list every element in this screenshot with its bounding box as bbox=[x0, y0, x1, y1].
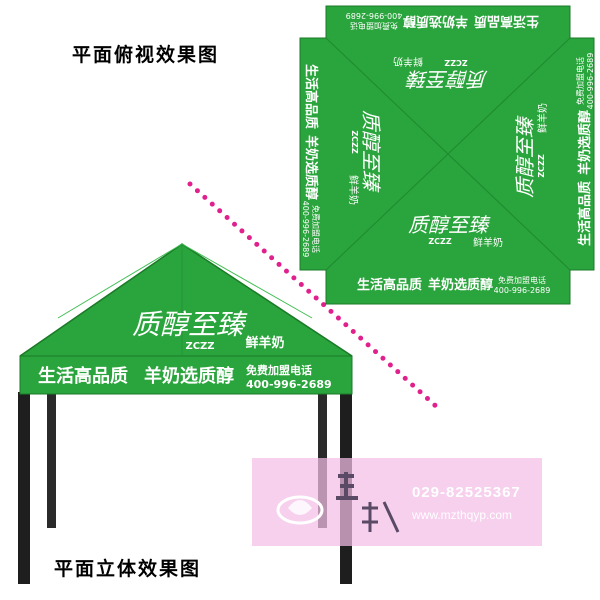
watermark-phone: 029-82525367 bbox=[412, 484, 521, 501]
roof-logo-left: 质醇至臻 ZCZZ 鲜羊奶 bbox=[347, 110, 383, 205]
tent-hotline-label: 免费加盟电话 bbox=[246, 363, 312, 377]
flap-right-slogan-right: 羊奶选质醇 bbox=[577, 110, 593, 175]
flap-top-slogan-left: 生活高品质 bbox=[474, 13, 539, 29]
perspective-view-heading: 平面立体效果图 bbox=[54, 558, 202, 580]
flap-left-slogan-right: 羊奶选质醇 bbox=[303, 135, 319, 200]
tent-logo-sub: ZCZZ bbox=[185, 341, 214, 352]
watermark-box: 029-82525367 www.mzthqyp.com bbox=[252, 458, 542, 546]
watermark-url: www.mzthqyp.com bbox=[412, 508, 513, 522]
svg-text:鲜羊奶: 鲜羊奶 bbox=[393, 55, 423, 68]
svg-text:质醇至臻: 质醇至臻 bbox=[405, 67, 488, 91]
top-view-heading: 平面俯视效果图 bbox=[72, 44, 220, 66]
flap-right-slogan-left: 生活高品质 bbox=[577, 181, 593, 246]
svg-text:质醇至臻: 质醇至臻 bbox=[408, 213, 491, 237]
top-view-canopy: 生活高品质 羊奶选质醇 免费加盟电话 400-996-2689 生活高品质 羊奶… bbox=[296, 0, 600, 310]
tent-leg-front-left bbox=[18, 392, 30, 584]
tent-product: 鲜羊奶 bbox=[245, 335, 284, 351]
flap-right-hotline-number: 400-996-2689 bbox=[586, 53, 595, 110]
watermark-logo bbox=[276, 472, 400, 533]
flap-top-hotline-label: 免费加盟电话 bbox=[350, 21, 398, 31]
tent-valance bbox=[19, 355, 353, 395]
svg-text:质醇至臻: 质醇至臻 bbox=[513, 115, 537, 198]
flap-left-slogan-left: 生活高品质 bbox=[303, 64, 319, 129]
flap-right-hotline-label: 免费加盟电话 bbox=[575, 57, 585, 105]
tent-hotline-number: 400-996-2689 bbox=[246, 378, 332, 391]
flap-top-hotline-number: 400-996-2689 bbox=[346, 11, 403, 20]
flap-bottom-hotline-number: 400-996-2689 bbox=[494, 286, 551, 295]
tent-roof-logo: 质醇至臻 ZCZZ 鲜羊奶 bbox=[132, 308, 285, 352]
tent-leg-back-left bbox=[47, 392, 56, 528]
flap-bottom-slogan-right: 羊奶选质醇 bbox=[428, 277, 493, 293]
flap-top-slogan-right: 羊奶选质醇 bbox=[403, 13, 468, 29]
tent-logo-text: 质醇至臻 bbox=[132, 308, 248, 341]
roof-logo-top: 质醇至臻 ZCZZ 鲜羊奶 bbox=[393, 55, 488, 91]
tent-slogan-left: 生活高品质 bbox=[38, 365, 128, 387]
svg-text:ZCZZ: ZCZZ bbox=[444, 58, 467, 67]
roof-logo-right: 质醇至臻 ZCZZ 鲜羊奶 bbox=[513, 103, 549, 198]
roof-logo-bottom: 质醇至臻 ZCZZ 鲜羊奶 bbox=[408, 213, 503, 249]
flap-left-hotline-label: 免费加盟电话 bbox=[311, 205, 321, 253]
flap-bottom-slogan-left: 生活高品质 bbox=[357, 277, 422, 293]
tent-slogan-right: 羊奶选质醇 bbox=[144, 365, 234, 387]
flap-bottom-hotline-label: 免费加盟电话 bbox=[498, 275, 546, 285]
svg-text:鲜羊奶: 鲜羊奶 bbox=[347, 175, 360, 205]
svg-text:质醇至臻: 质醇至臻 bbox=[359, 110, 383, 193]
svg-text:ZCZZ: ZCZZ bbox=[350, 130, 359, 153]
tent-roof bbox=[20, 244, 352, 356]
svg-text:ZCZZ: ZCZZ bbox=[537, 154, 546, 177]
flap-left-hotline-number: 400-996-2689 bbox=[301, 201, 310, 258]
svg-text:鲜羊奶: 鲜羊奶 bbox=[536, 103, 549, 133]
svg-text:ZCZZ: ZCZZ bbox=[428, 237, 451, 246]
svg-text:鲜羊奶: 鲜羊奶 bbox=[473, 236, 503, 249]
